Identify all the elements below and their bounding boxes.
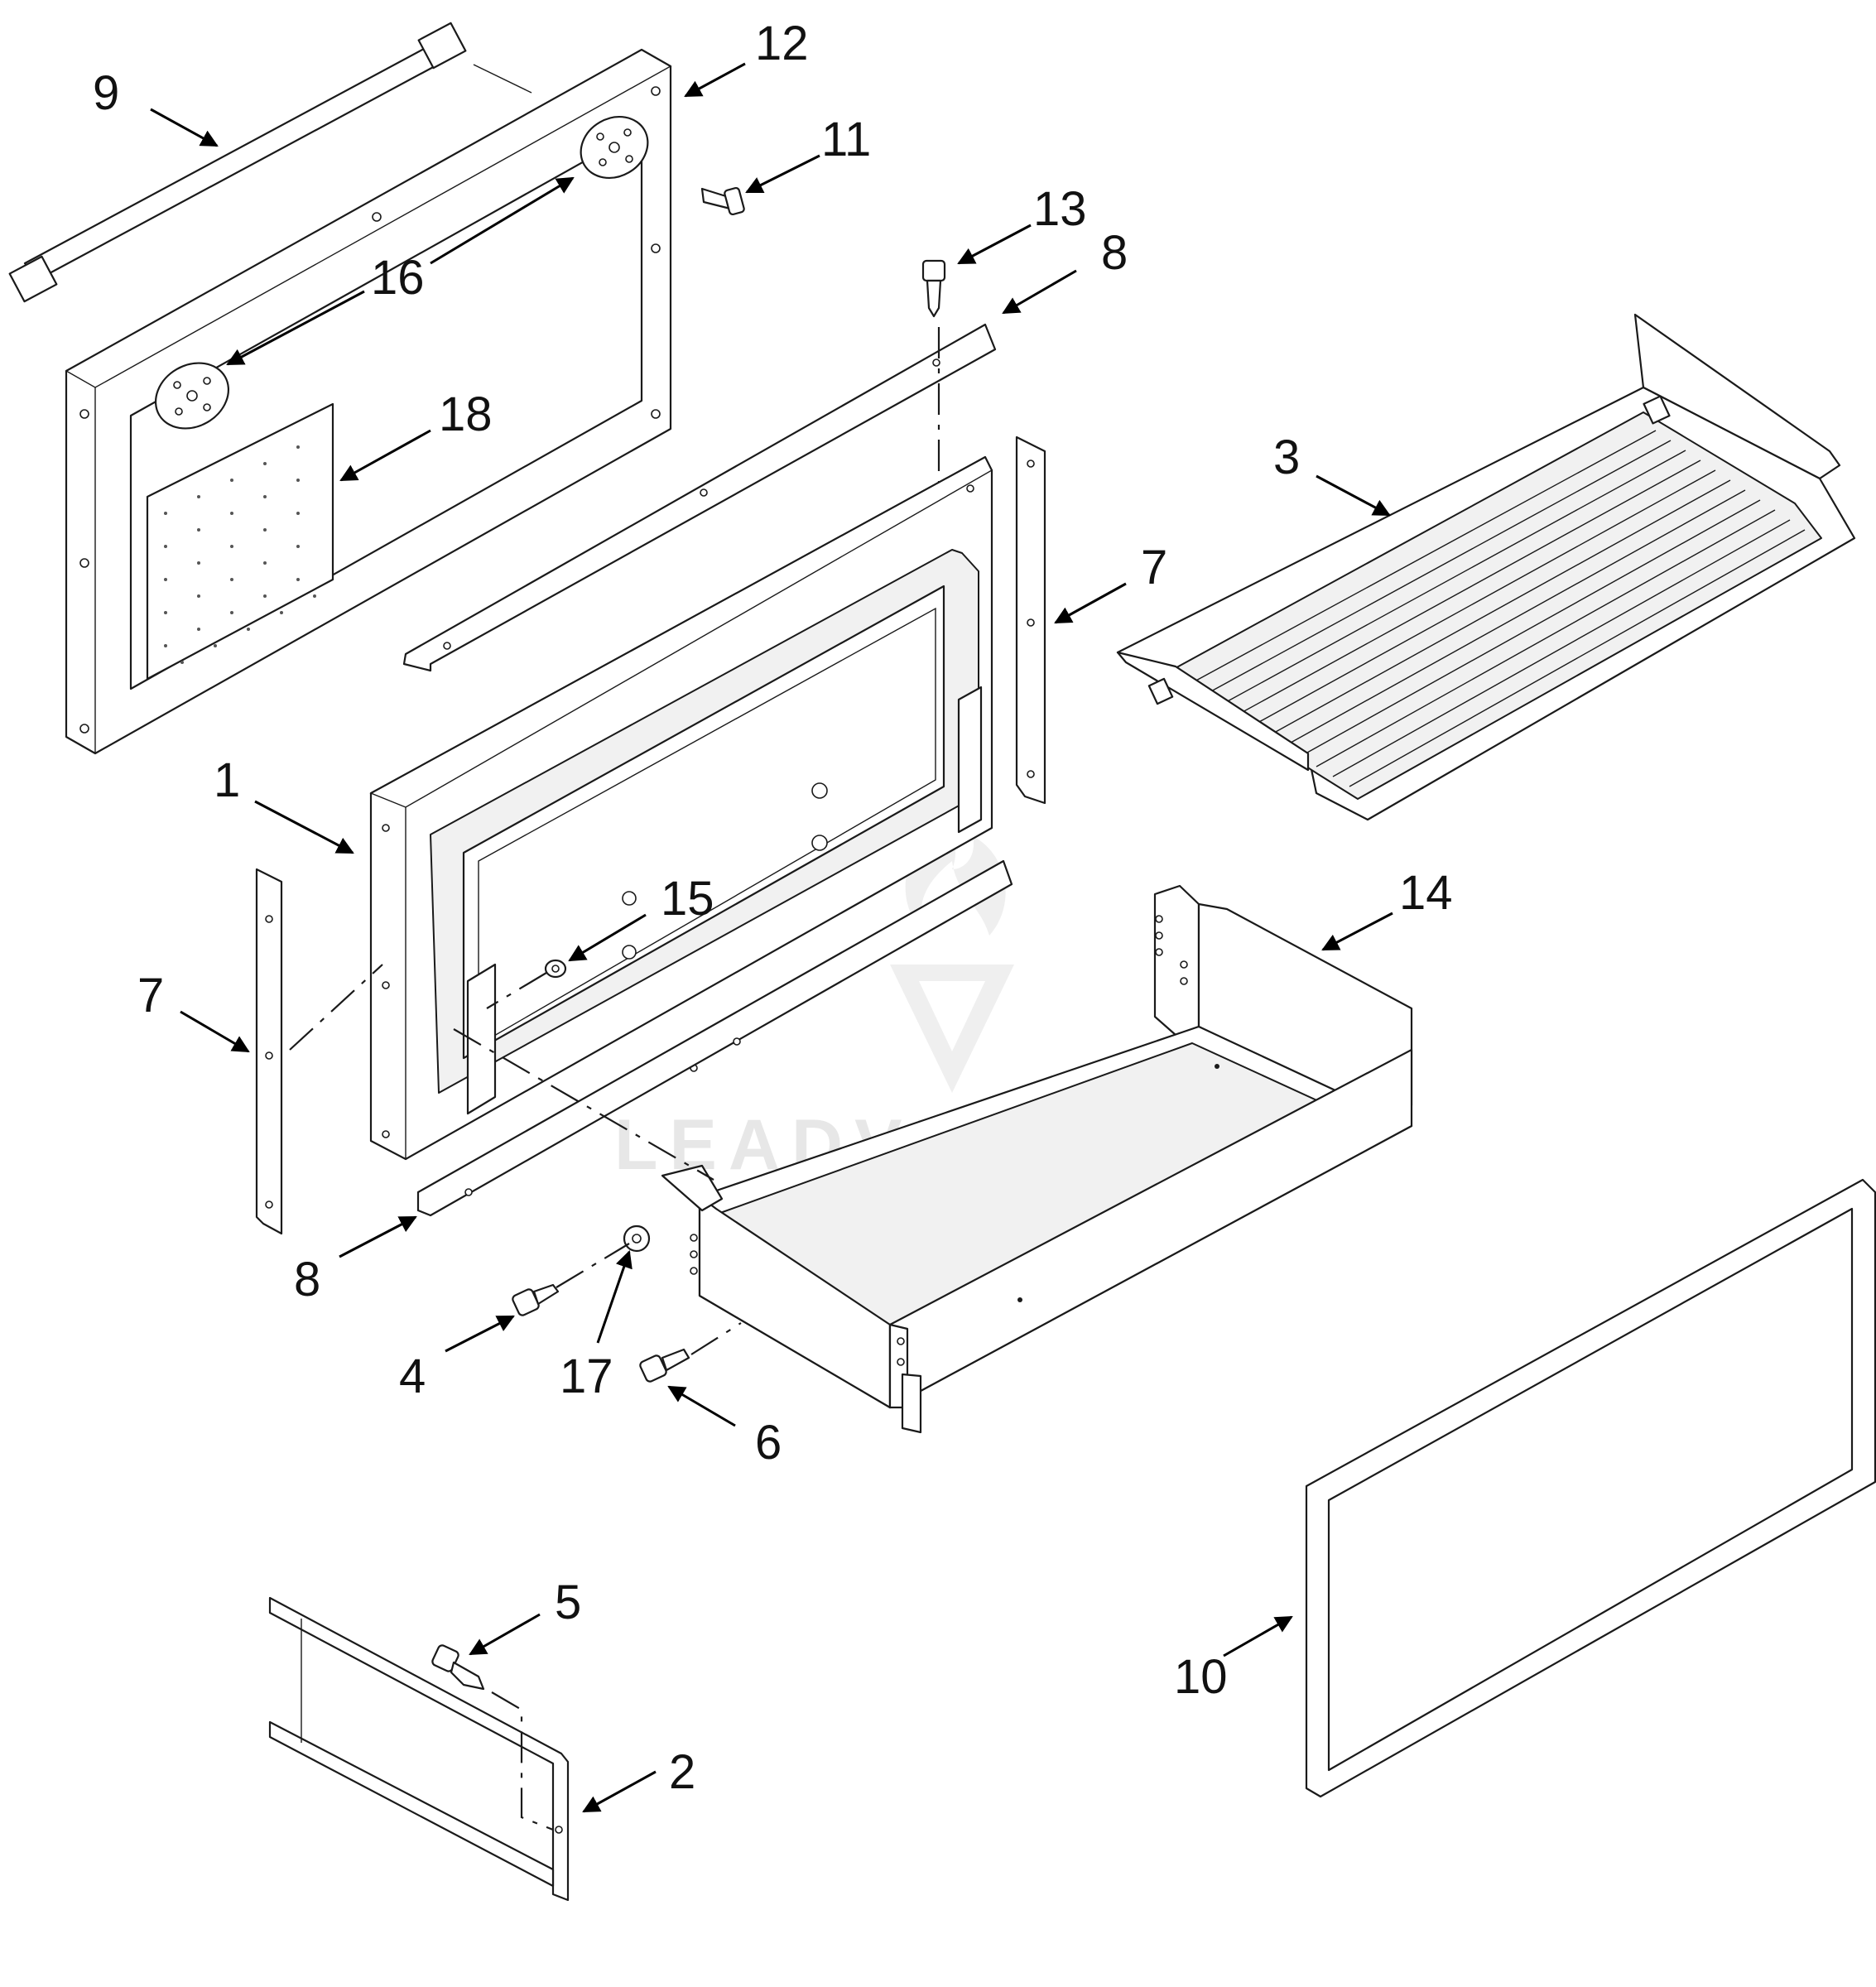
callout-1: 1 — [214, 753, 240, 807]
drawer-alignment-line — [453, 1028, 714, 1181]
leader-15 — [568, 913, 647, 962]
rail-bottom — [416, 859, 1013, 1217]
callout-14: 14 — [1399, 866, 1453, 920]
leader-12 — [684, 62, 746, 98]
callout-2: 2 — [669, 1745, 695, 1799]
nut-15 — [544, 959, 567, 979]
screw-6-alignment-line — [690, 1322, 742, 1355]
handle — [8, 22, 532, 303]
callout-6: 6 — [755, 1416, 782, 1470]
leader-7-left — [180, 1010, 250, 1053]
screw-10 — [700, 186, 745, 216]
callout-18: 18 — [439, 387, 493, 441]
leader-11 — [150, 108, 219, 147]
leader-13 — [957, 224, 1032, 265]
leader-10 — [745, 154, 820, 194]
leader-8-top — [1002, 269, 1077, 315]
leader-5 — [469, 1613, 541, 1656]
callout-10: 11 — [821, 113, 871, 166]
leader-9 — [1223, 1615, 1293, 1657]
callout-5: 5 — [555, 1576, 581, 1629]
drawer-front-trim — [268, 1596, 570, 1902]
handle-mount-plate-upper — [580, 116, 649, 179]
callout-16: 16 — [371, 251, 425, 305]
nut-15-alignment-line — [486, 972, 547, 1009]
gasket — [1305, 1178, 1876, 1798]
callout-12: 12 — [755, 17, 809, 70]
callout-8-bottom: 8 — [294, 1253, 320, 1306]
leader-4 — [445, 1315, 515, 1353]
callout-3: 3 — [1273, 431, 1300, 484]
insulation-panel — [146, 402, 334, 681]
screw-13 — [921, 259, 946, 318]
side-trim-right — [1015, 435, 1046, 805]
rail-top — [402, 323, 997, 672]
callout-11: 9 — [93, 66, 119, 120]
leader-17 — [596, 1250, 633, 1344]
washer-17 — [623, 1224, 651, 1253]
leader-16-upper — [430, 176, 575, 265]
leader-18 — [339, 429, 431, 482]
leader-2 — [582, 1770, 657, 1813]
leader-6 — [667, 1385, 736, 1427]
leader-1 — [254, 800, 354, 854]
side-trim-left-alignment-line — [289, 964, 383, 1051]
leader-14 — [1321, 912, 1393, 951]
callout-7-right: 7 — [1141, 541, 1167, 594]
watermark-v-logo-icon — [890, 965, 1014, 1093]
crisper-tray — [1116, 313, 1856, 821]
callout-7-left: 7 — [137, 969, 164, 1022]
callout-9: 10 — [1174, 1650, 1228, 1704]
leader-7-right — [1054, 582, 1127, 624]
inner-door-panel — [369, 455, 993, 1161]
handle-mount-plate-lower — [154, 362, 230, 430]
drawer-bin — [661, 884, 1413, 1434]
callout-4: 4 — [399, 1350, 426, 1403]
screw-6 — [639, 1348, 690, 1383]
screw-5-alignment-line — [491, 1691, 554, 1831]
callout-labels: 9 12 11 16 13 8 18 3 7 1 15 14 7 8 17 4 … — [93, 17, 1453, 1799]
callout-13: 13 — [1033, 182, 1087, 236]
leader-16-lower — [226, 290, 365, 366]
callout-8-top: 8 — [1101, 226, 1128, 280]
leader-arrows — [150, 62, 1393, 1813]
callout-17: 17 — [560, 1350, 613, 1403]
screw-4 — [512, 1283, 560, 1316]
screw-5 — [431, 1644, 485, 1691]
leader-8-bottom — [339, 1215, 417, 1258]
leader-3 — [1316, 474, 1391, 517]
callout-15: 15 — [661, 872, 714, 926]
side-trim-left — [255, 868, 283, 1235]
